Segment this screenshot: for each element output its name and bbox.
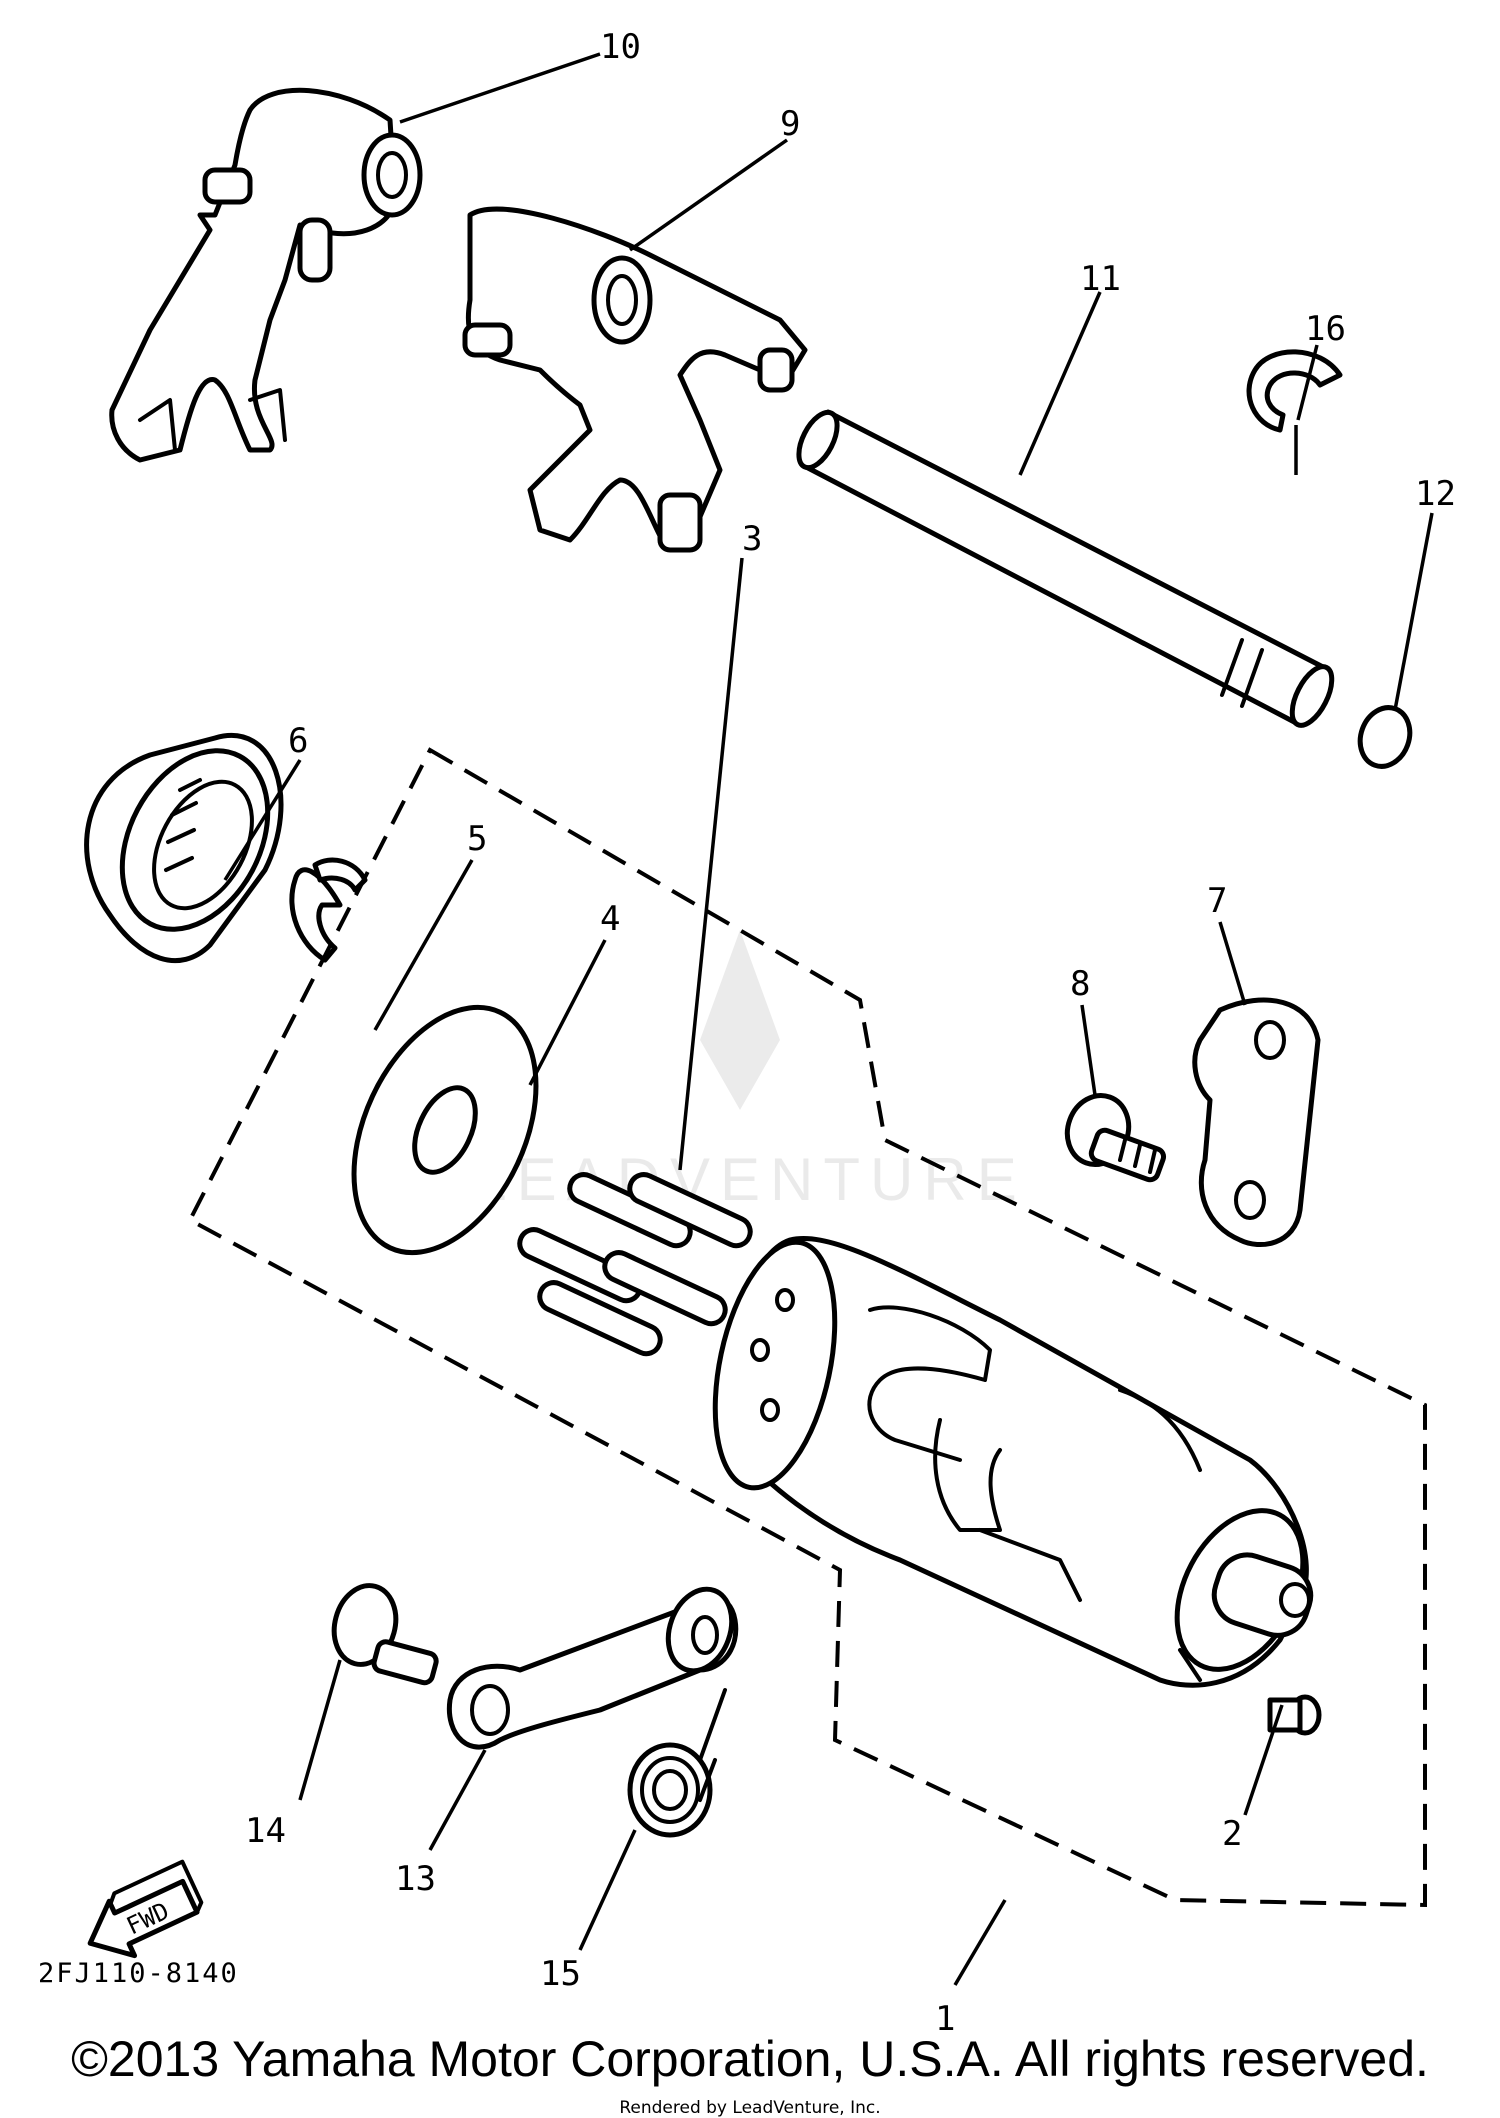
callout-1: 1 bbox=[935, 1999, 955, 2039]
callout-9: 9 bbox=[780, 104, 800, 144]
callout-12: 12 bbox=[1415, 474, 1456, 514]
leadventure-watermark: LEADVENTURE bbox=[473, 930, 1026, 1213]
part-5-circlip[interactable] bbox=[289, 857, 368, 963]
assembly-boundary bbox=[187, 747, 1427, 1908]
callout-16: 16 bbox=[1305, 309, 1346, 349]
copyright-notice: ©2013 Yamaha Motor Corporation, U.S.A. A… bbox=[71, 2031, 1429, 2087]
part-12-o-ring[interactable] bbox=[1352, 701, 1418, 774]
part-10-shift-fork[interactable] bbox=[109, 87, 423, 463]
callout-11: 11 bbox=[1080, 259, 1121, 299]
callout-8: 8 bbox=[1070, 964, 1090, 1004]
callout-6: 6 bbox=[288, 721, 308, 761]
callout-7: 7 bbox=[1207, 881, 1227, 921]
callout-13: 13 bbox=[395, 1859, 436, 1899]
part-7-stopper-plate[interactable] bbox=[1192, 997, 1321, 1248]
callout-15: 15 bbox=[540, 1954, 581, 1994]
rendered-by-notice: Rendered by LeadVenture, Inc. bbox=[619, 2098, 881, 2118]
leader-lines bbox=[223, 52, 1434, 1986]
part-15-torsion-spring[interactable] bbox=[627, 1688, 727, 1838]
callout-4: 4 bbox=[600, 899, 620, 939]
part-14-bolt[interactable] bbox=[326, 1579, 439, 1686]
part-13-lever[interactable] bbox=[446, 1580, 742, 1750]
callout-10: 10 bbox=[600, 27, 641, 67]
callout-2: 2 bbox=[1222, 1814, 1242, 1854]
part-8-screw[interactable] bbox=[1058, 1087, 1167, 1183]
part-9-shift-fork[interactable] bbox=[462, 206, 808, 553]
callout-numbers: 1 2 3 4 5 6 7 8 9 10 11 12 13 14 15 16 bbox=[245, 27, 1456, 2039]
part-6-bearing[interactable] bbox=[84, 726, 297, 964]
watermark-text: LEADVENTURE bbox=[473, 1146, 1026, 1213]
callout-3: 3 bbox=[742, 519, 762, 559]
part-16-circlip[interactable] bbox=[1246, 349, 1343, 433]
part-3-pins[interactable] bbox=[515, 1170, 755, 1358]
part-1-shift-drum[interactable] bbox=[695, 1231, 1328, 1691]
fwd-arrow: FWD bbox=[87, 1859, 204, 1959]
callout-14: 14 bbox=[245, 1811, 286, 1851]
callout-5: 5 bbox=[467, 819, 487, 859]
part-11-shift-fork-shaft[interactable] bbox=[791, 406, 1340, 731]
part-4-washer[interactable] bbox=[318, 978, 573, 1281]
diagram-code: 2FJ110-8140 bbox=[38, 1958, 239, 1989]
